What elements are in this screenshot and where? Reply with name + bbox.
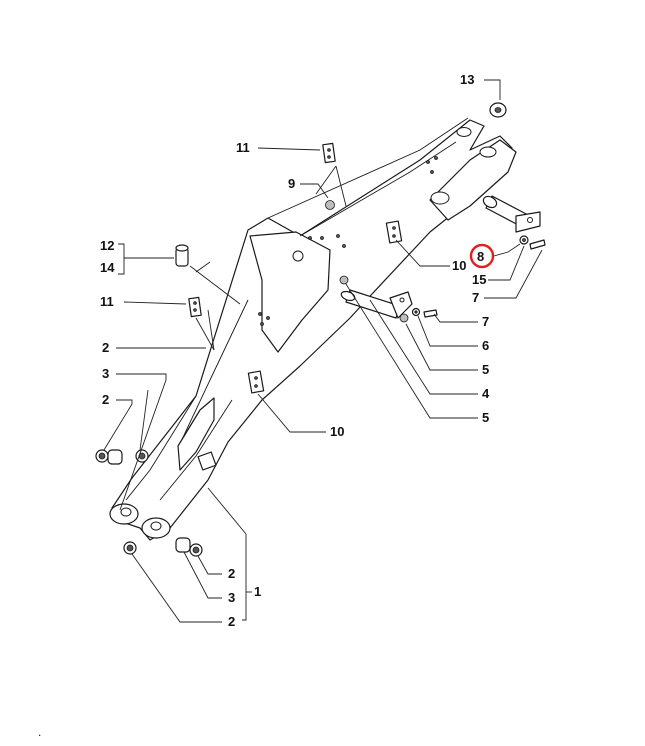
part-10-pad-lower: [247, 370, 265, 394]
pad-10-lower-hole-a: [254, 376, 258, 380]
boom-inner-edge: [299, 141, 457, 237]
bush-3-b: [175, 537, 191, 553]
nut-9-body: [325, 200, 335, 210]
head-hole-lower: [456, 127, 472, 137]
callout-3-bottom: 3: [228, 590, 235, 605]
bolt-hole-j: [260, 322, 264, 326]
callout-3-left: 3: [102, 366, 109, 381]
callout-2-left-top: 2: [102, 340, 109, 355]
pad-11-top-hole-b: [327, 155, 331, 159]
callout-4: 4: [482, 386, 490, 401]
part-upper-pin: [482, 195, 546, 250]
bolt-hole-d: [308, 236, 312, 240]
boom-side-plate: [249, 231, 331, 353]
washer-13-inner: [494, 107, 502, 113]
pad-11-left-body: [188, 296, 202, 318]
boom-arm: [111, 117, 517, 541]
part-13-washer: [489, 102, 507, 118]
lower-pivots: [109, 451, 217, 539]
leader-lines: [103, 79, 543, 623]
callout-1: 1: [254, 584, 261, 599]
bolt-hole-c: [430, 170, 434, 174]
callout-14: 14: [100, 260, 115, 275]
plate-hole: [292, 250, 304, 262]
bolt-hole-e: [320, 236, 324, 240]
part-6-washer: [411, 307, 421, 317]
boom-lower-edge-2: [159, 399, 233, 501]
bolt-hole-h: [258, 312, 262, 316]
boom-cutout: [177, 397, 215, 471]
pad-10-upper-hole-a: [392, 226, 396, 230]
part-11-pad-top: [322, 142, 336, 164]
left-pivot-hole: [120, 507, 132, 517]
pad-11-left-hole-a: [193, 301, 197, 305]
callout-12: 12: [100, 238, 114, 253]
callout-6: 6: [482, 338, 489, 353]
boom-top-edge: [267, 117, 469, 219]
bolt-hole-g: [342, 244, 346, 248]
footer-mark: .: [38, 725, 41, 739]
pin-4-plate: [389, 291, 413, 319]
pad-10-upper-body: [385, 220, 403, 244]
mid-pivot-hole: [430, 191, 450, 205]
right-pivot-hole: [150, 521, 162, 531]
part-7-bolt-upper: [529, 239, 546, 250]
callout-5-lower: 5: [482, 410, 489, 425]
boom-lower-edge: [125, 395, 197, 501]
pad-10-lower-body: [247, 370, 265, 394]
part-11-pad-left: [188, 296, 202, 318]
callout-11-left: 11: [100, 294, 114, 309]
part-5-grease-nipple: [339, 275, 409, 323]
callout-5-upper: 5: [482, 362, 489, 377]
callout-10-lower: 10: [330, 424, 344, 439]
pad-11-top-hole-a: [327, 148, 331, 152]
bush-3-a: [107, 449, 123, 465]
part-12-14-bush: [175, 244, 189, 267]
callout-9: 9: [288, 176, 295, 191]
boom-lower-edge-3: [177, 299, 249, 449]
callout-2-bottom-b: 2: [228, 614, 235, 629]
callout-13: 13: [460, 72, 474, 87]
ring-2-d-hole: [192, 546, 200, 554]
part-8-washer-hole: [522, 238, 526, 242]
grease-block: [197, 451, 217, 471]
ring-2-c-hole: [126, 544, 134, 552]
bolt-7-lower-body: [423, 309, 438, 318]
upper-pin-plate-hole: [527, 217, 533, 223]
bush-top: [175, 244, 189, 252]
callout-10-upper: 10: [452, 258, 466, 273]
pad-10-lower-hole-b: [254, 384, 258, 388]
nipple-5-upper: [339, 275, 349, 285]
callout-labels: 13 11 9 12 14 11 2 3 2 8 15 7 10 7 6 5 4…: [38, 72, 495, 739]
part-7-bolt-lower: [423, 309, 438, 318]
callout-2-left-mid: 2: [102, 392, 109, 407]
bush-cluster-upper-left: [95, 449, 149, 465]
bolt-hole-b: [434, 156, 438, 160]
pin-4-plate-hole: [399, 297, 405, 303]
upper-pin-end: [482, 195, 498, 209]
callout-7-upper: 7: [472, 290, 479, 305]
bush-cluster-lower: [123, 537, 203, 557]
callout-15: 15: [472, 272, 486, 287]
callout-2-bottom-a: 2: [228, 566, 235, 581]
callout-8: 8: [477, 249, 484, 264]
highlight-ring-part-8: [469, 243, 495, 269]
part-10-pad-upper: [385, 220, 403, 244]
bolt-hole-f: [336, 234, 340, 238]
bolt-hole-i: [266, 316, 270, 320]
callout-7-lower: 7: [482, 314, 489, 329]
head-hole-upper: [479, 146, 497, 158]
boom-head-fork: [429, 139, 517, 221]
washer-6-hole: [414, 310, 418, 314]
pad-10-upper-hole-b: [392, 234, 396, 238]
ring-2-a-hole: [98, 452, 106, 460]
pad-11-left-hole-b: [193, 308, 197, 312]
bolt-hole-a: [426, 160, 430, 164]
callout-11-top: 11: [236, 140, 250, 155]
part-9-nut: [325, 200, 335, 210]
pad-11-top-body: [322, 142, 336, 164]
nipple-5-lower: [399, 313, 409, 323]
